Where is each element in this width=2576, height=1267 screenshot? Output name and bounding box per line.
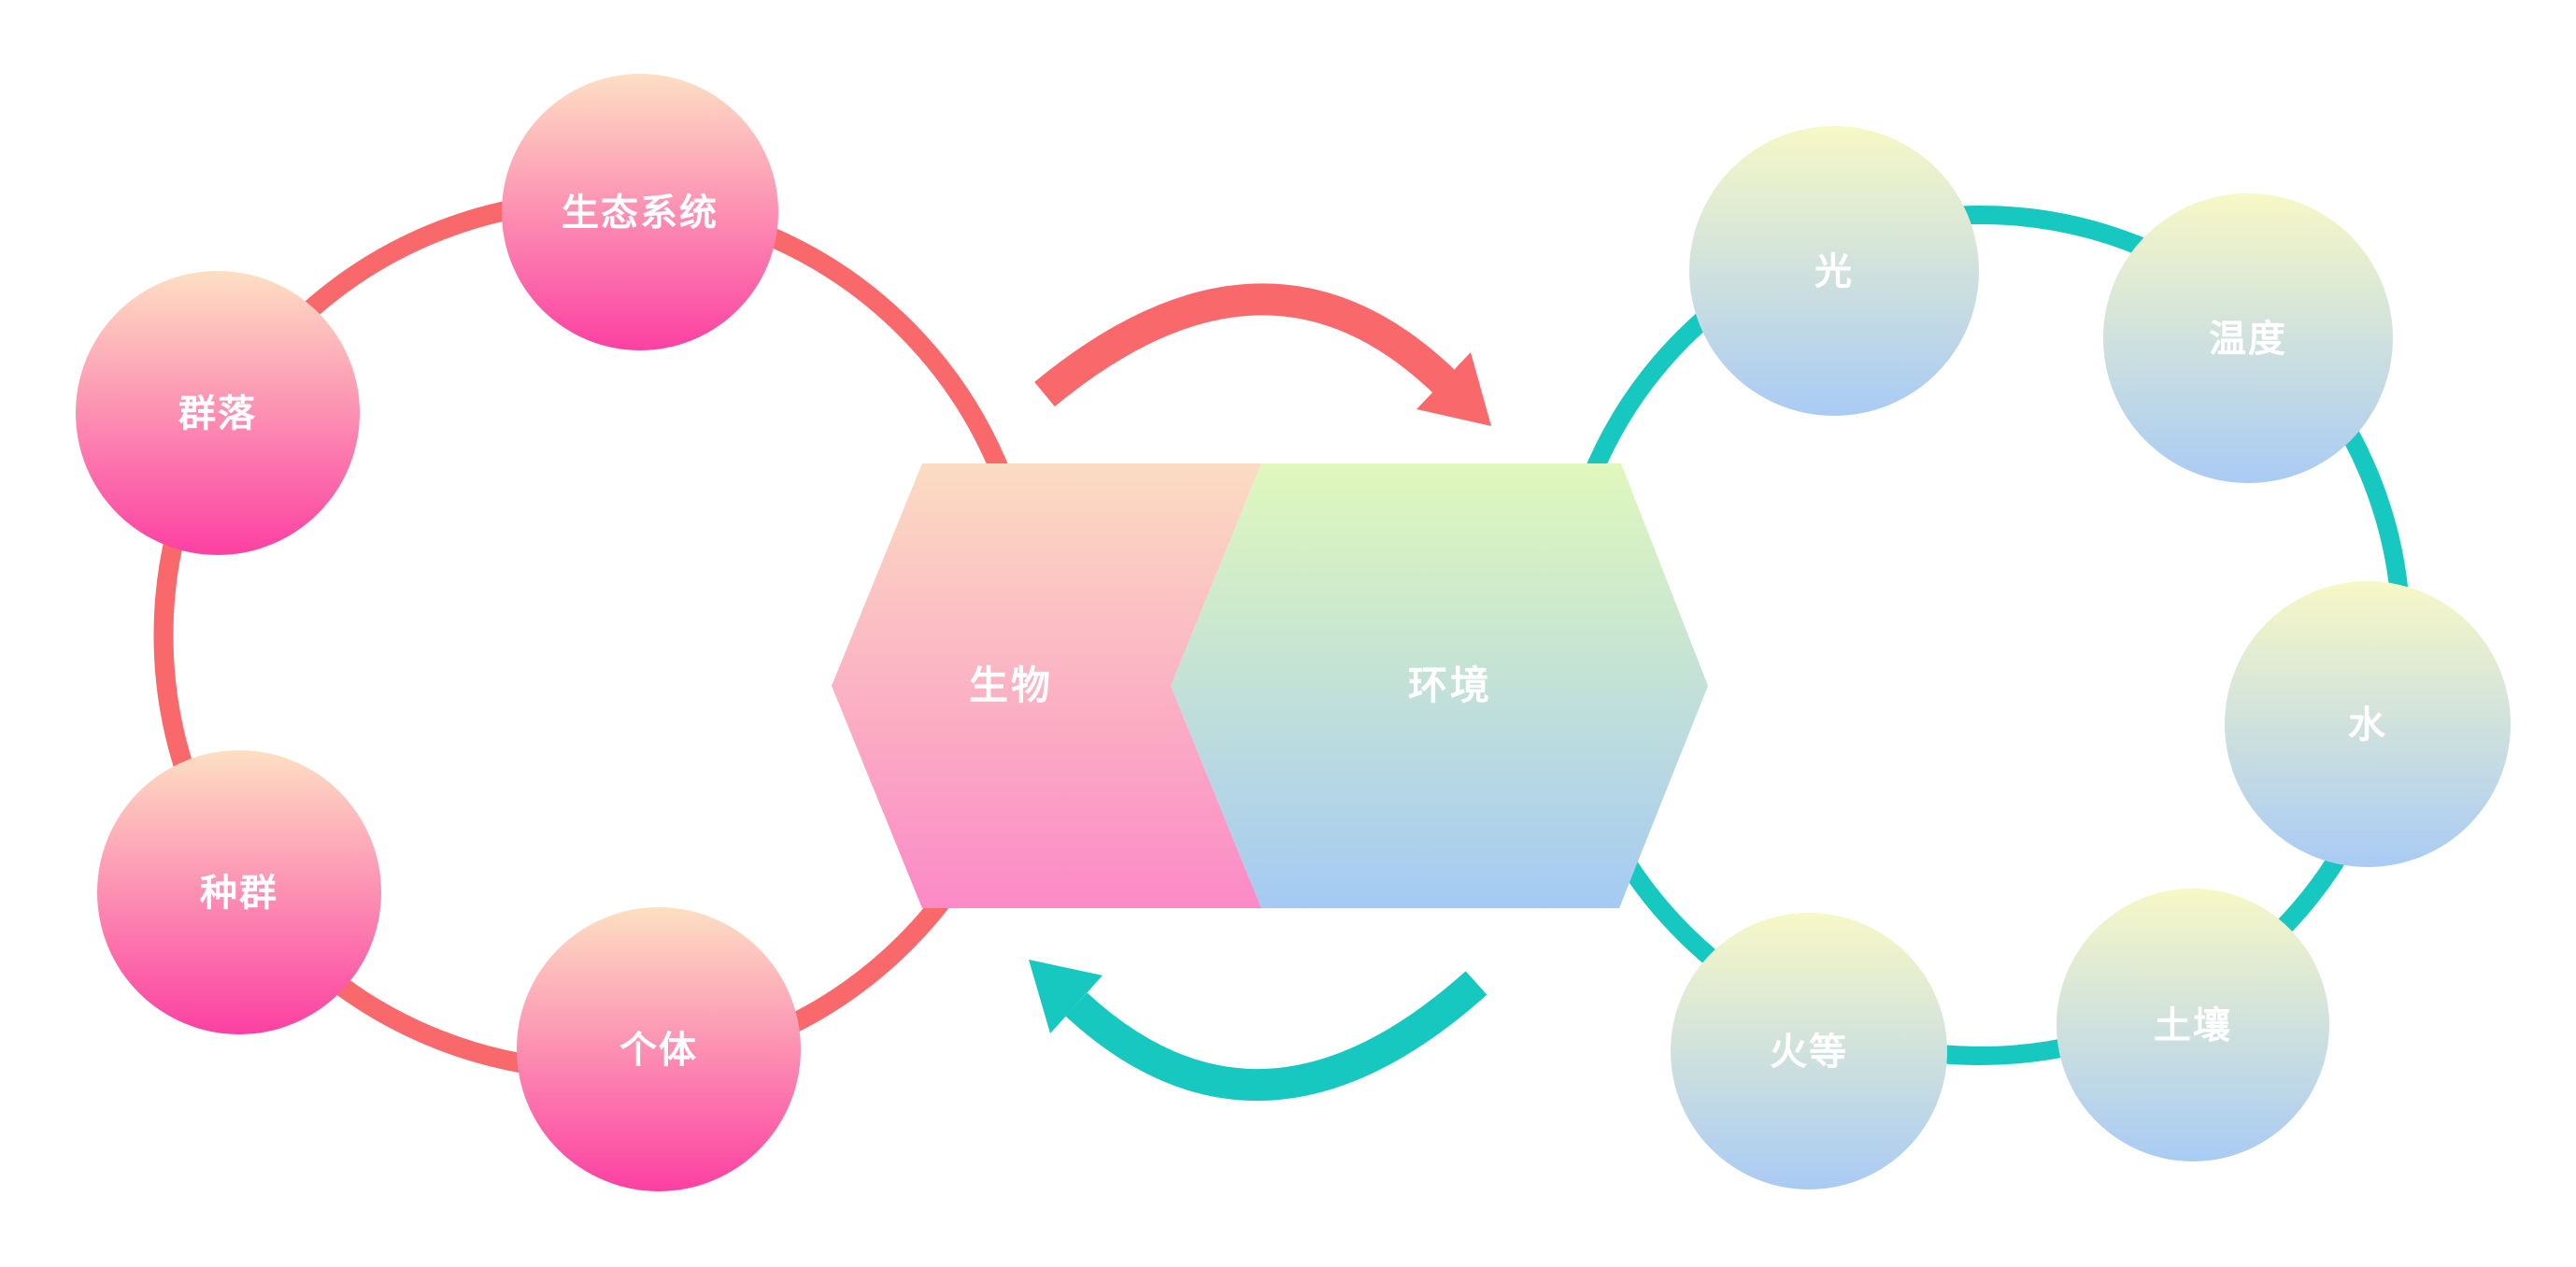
left-cycle-nodes: 生态系统 群落 种群 个体: [76, 74, 801, 1191]
top-arrow-curve: [1034, 283, 1455, 407]
node-ecosystem-label: 生态系统: [562, 192, 719, 234]
node-population-label: 种群: [200, 873, 278, 914]
node-ecosystem: 生态系统: [502, 74, 778, 350]
node-water-label: 水: [2348, 705, 2387, 746]
node-fire-label: 火等: [1770, 1032, 1848, 1073]
node-individual-label: 个体: [619, 1030, 698, 1071]
node-soil-circle: [2057, 889, 2329, 1161]
node-water-circle: [2225, 581, 2511, 867]
node-community: 群落: [76, 271, 360, 555]
node-population: 种群: [97, 750, 381, 1034]
arrow-biology-to-environment-icon: [1034, 283, 1491, 426]
bottom-arrow-head: [1029, 960, 1103, 1033]
node-individual: 个体: [517, 907, 801, 1191]
node-community-circle: [76, 271, 360, 555]
node-temperature: 温度: [2103, 193, 2393, 483]
node-fire-circle: [1671, 913, 1947, 1189]
environment-hexagon-shape: [1171, 463, 1708, 908]
node-community-label: 群落: [178, 393, 257, 434]
top-arrow-head: [1416, 352, 1491, 426]
node-soil-label: 土壤: [2154, 1005, 2232, 1046]
node-light: 光: [1689, 126, 1979, 416]
biology-hexagon-shape: [832, 463, 1261, 908]
environment-label: 环境: [1408, 663, 1492, 707]
node-fire: 火等: [1671, 913, 1947, 1189]
node-population-circle: [97, 750, 381, 1034]
node-individual-circle: [517, 907, 801, 1191]
right-cycle-nodes: 光 温度 水 土壤 火等: [1671, 126, 2511, 1189]
node-light-circle: [1689, 126, 1979, 416]
node-water: 水: [2225, 581, 2511, 867]
node-temperature-label: 温度: [2209, 319, 2287, 360]
node-temperature-circle: [2103, 193, 2393, 483]
node-light-label: 光: [1815, 251, 1854, 292]
biology-label: 生物: [969, 663, 1053, 707]
arrow-environment-to-biology-icon: [1029, 960, 1487, 1102]
node-soil: 土壤: [2057, 889, 2329, 1161]
bottom-arrow-curve: [1065, 971, 1487, 1102]
node-ecosystem-circle: [502, 74, 778, 350]
